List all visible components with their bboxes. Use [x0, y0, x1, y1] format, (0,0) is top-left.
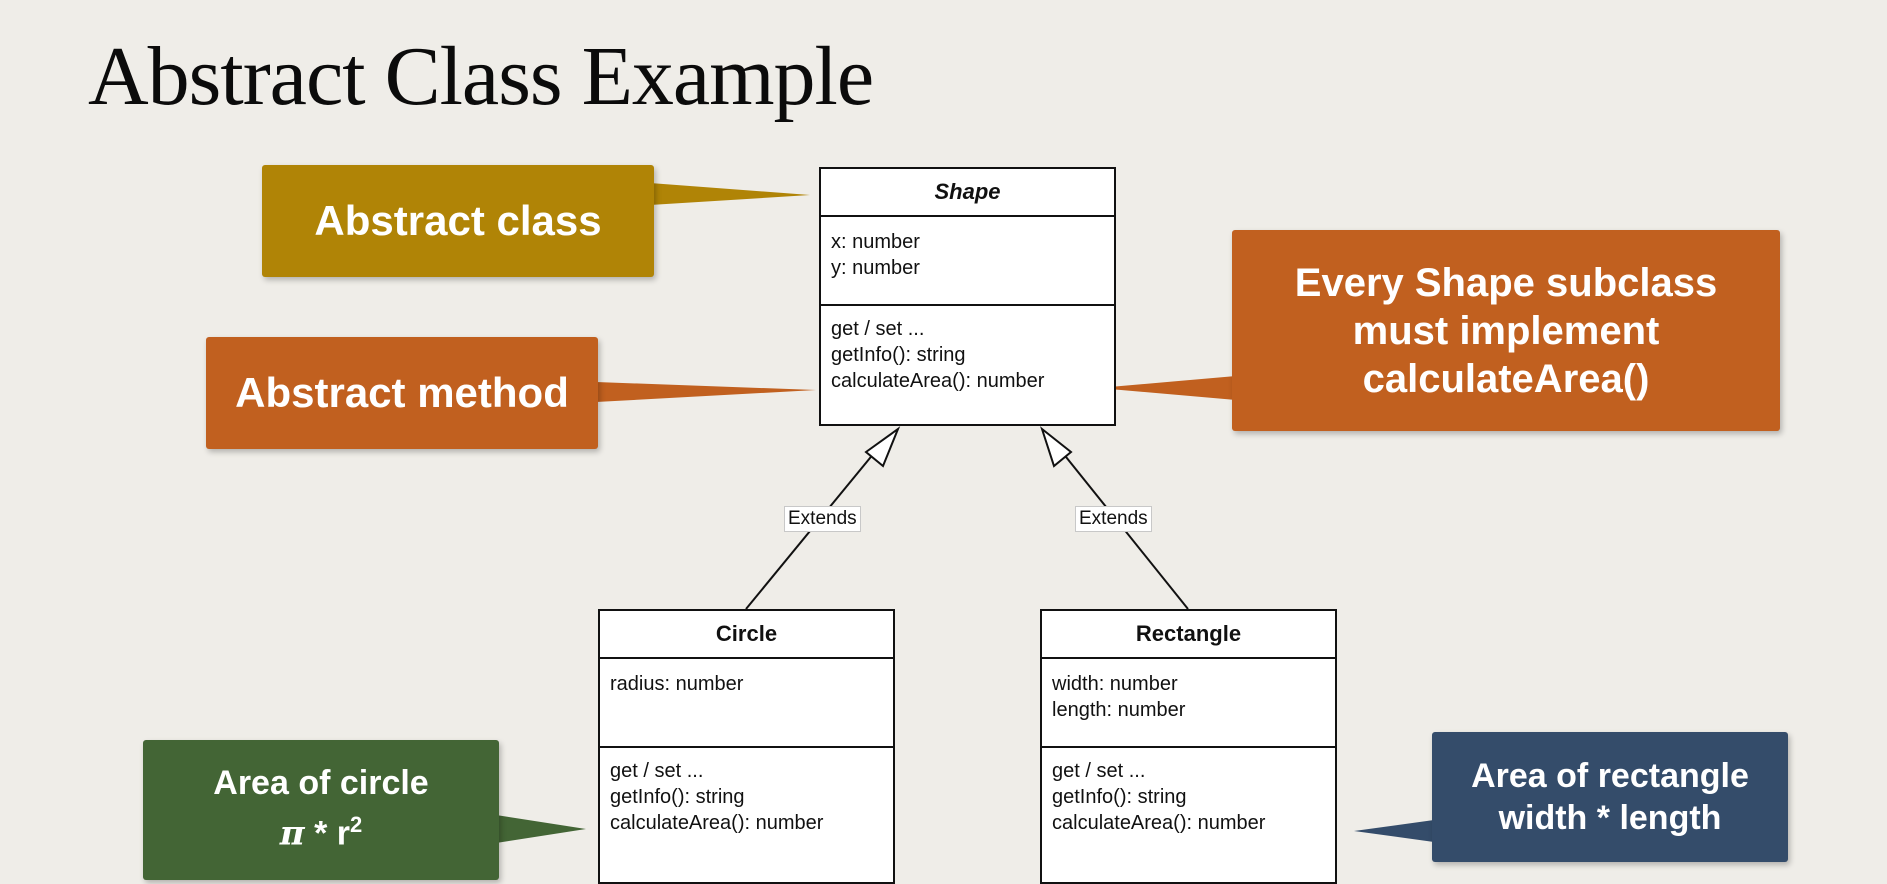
- method-line: get / set ...: [610, 760, 704, 782]
- method-line: getInfo(): string: [1052, 786, 1187, 808]
- abstract-class-callout: Abstract class: [262, 165, 654, 277]
- area-rectangle-callout-line: Area of rectangle: [1471, 757, 1749, 795]
- rectangle-extends-arrowhead: [1040, 426, 1073, 468]
- every-shape-callout-line: must implement: [1352, 308, 1660, 353]
- method-line: getInfo(): string: [831, 344, 966, 366]
- abstract-class-pointer: [650, 183, 810, 205]
- attribute-line: length: number: [1052, 699, 1186, 721]
- method-line: calculateArea(): number: [610, 812, 824, 834]
- shape-class-name: Shape: [821, 169, 1114, 217]
- circle-class-box: Circle radius: number get / set ... getI…: [598, 609, 895, 884]
- shape-class-box: Shape x: number y: number get / set ... …: [819, 167, 1116, 426]
- attribute-line: x: number: [831, 231, 920, 253]
- abstract-method-callout: Abstract method: [206, 337, 598, 449]
- area-circle-callout: Area of circle π * r2: [143, 740, 499, 880]
- area-circle-pointer: [496, 815, 586, 843]
- method-line: get / set ...: [831, 318, 925, 340]
- circle-class-name: Circle: [600, 611, 893, 659]
- area-rectangle-pointer: [1354, 820, 1434, 842]
- circle-attributes: radius: number: [600, 659, 893, 748]
- method-line: get / set ...: [1052, 760, 1146, 782]
- rectangle-attributes: width: number length: number: [1042, 659, 1335, 748]
- attribute-line: y: number: [831, 257, 920, 279]
- shape-attributes: x: number y: number: [821, 217, 1114, 306]
- circle-extends-label: Extends: [784, 506, 861, 532]
- abstract-class-callout-text: Abstract class: [314, 197, 602, 244]
- rectangle-methods: get / set ... getInfo(): string calculat…: [1042, 748, 1335, 836]
- shape-methods: get / set ... getInfo(): string calculat…: [821, 306, 1114, 394]
- pi-symbol: π: [279, 813, 305, 854]
- method-line: calculateArea(): number: [1052, 812, 1266, 834]
- rectangle-class-box: Rectangle width: number length: number g…: [1040, 609, 1337, 884]
- exponent: 2: [350, 812, 363, 837]
- area-rectangle-callout-line: width * length: [1498, 799, 1722, 837]
- attribute-line: width: number: [1052, 673, 1178, 695]
- area-circle-formula: π * r2: [280, 804, 363, 854]
- every-shape-callout: Every Shape subclass must implement calc…: [1232, 230, 1780, 431]
- circle-extends-arrowhead: [864, 426, 901, 468]
- every-shape-pointer: [1098, 376, 1236, 400]
- attribute-line: radius: number: [610, 673, 744, 695]
- slide-title: Abstract Class Example: [88, 30, 874, 123]
- abstract-method-callout-text: Abstract method: [235, 369, 569, 416]
- rectangle-extends-label: Extends: [1075, 506, 1152, 532]
- method-line: getInfo(): string: [610, 786, 745, 808]
- every-shape-callout-line: Every Shape subclass: [1294, 260, 1718, 305]
- circle-methods: get / set ... getInfo(): string calculat…: [600, 748, 893, 836]
- method-line: calculateArea(): number: [831, 370, 1045, 392]
- area-circle-callout-title: Area of circle: [213, 764, 429, 802]
- every-shape-callout-line: calculateArea(): [1362, 356, 1650, 401]
- area-circle-formula-text: * r: [304, 814, 350, 853]
- area-rectangle-callout: Area of rectangle width * length: [1432, 732, 1788, 862]
- rectangle-class-name: Rectangle: [1042, 611, 1335, 659]
- abstract-method-pointer: [596, 382, 816, 402]
